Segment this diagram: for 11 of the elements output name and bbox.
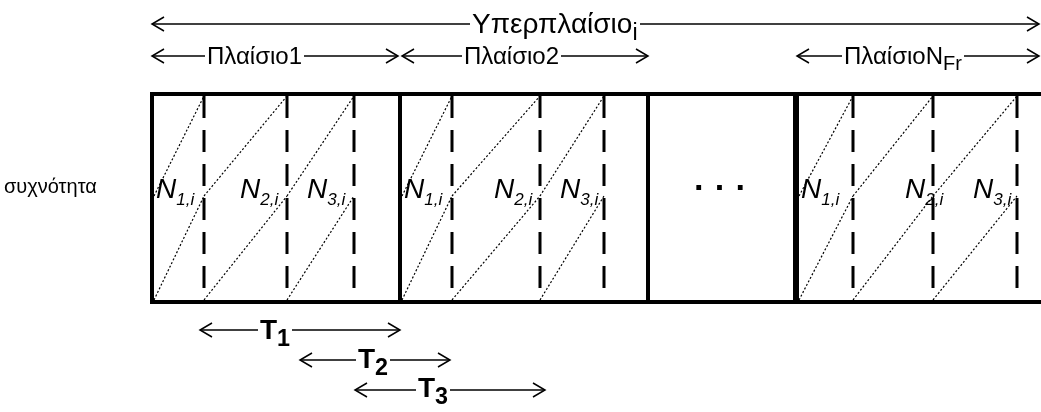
ellipsis-text: · · ·: [694, 168, 747, 207]
slot-label: N$_{2,i}$: [240, 174, 279, 211]
slot-label: N$_{3,i}$: [973, 174, 1012, 211]
slot-label: N$_{3,i}$: [307, 174, 346, 211]
slot-label: N$_{1,i}$: [404, 174, 443, 211]
slot-label: N$_{1,i}$: [801, 174, 840, 211]
dimension-label: ΠλαίσιοN$_{Fr}$: [842, 44, 964, 73]
slot-label: N$_{1,i}$: [156, 174, 195, 211]
axis-label: συχνότητα: [2, 176, 99, 196]
slot-label: N$_{2,i}$: [494, 174, 533, 211]
slot-label: N$_{3,i}$: [560, 174, 599, 211]
